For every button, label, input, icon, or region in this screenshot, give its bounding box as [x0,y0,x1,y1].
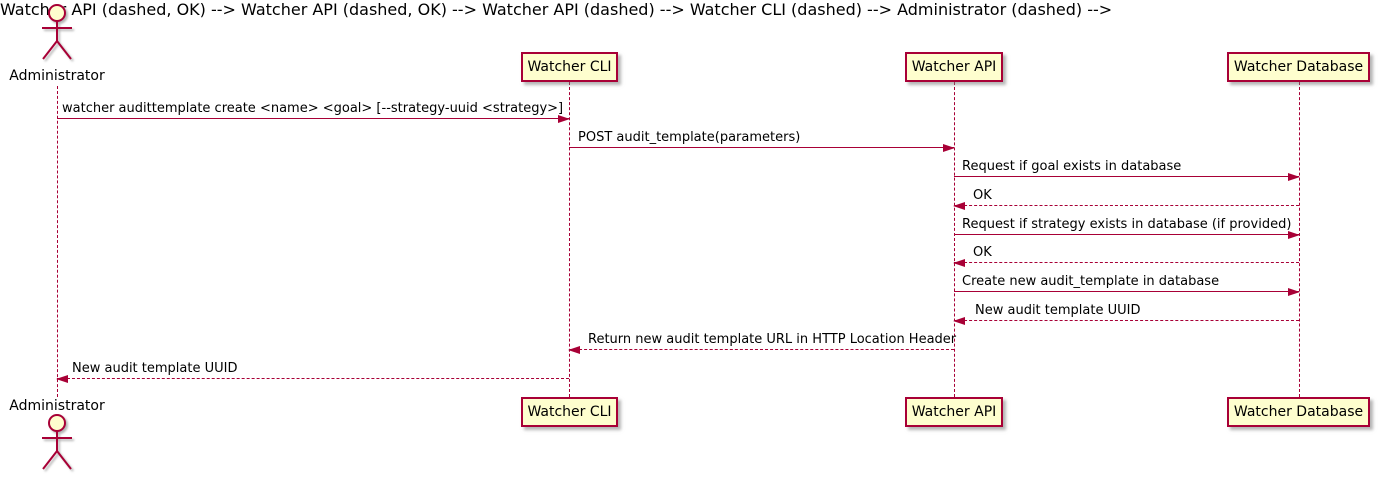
arrowhead-right-icon [1288,288,1300,296]
message-arrow [568,346,954,354]
message-label: Request if goal exists in database [962,159,1182,174]
lifeline-watcher-api [954,82,955,397]
actor-icon [42,4,72,60]
message-label: POST audit_template(parameters) [578,130,801,145]
arrowhead-left-icon [953,259,965,267]
actor-icon [42,414,72,470]
message-arrow [56,375,569,383]
message-label: Return new audit template URL in HTTP Lo… [588,332,957,347]
message-arrow [953,202,1299,210]
lifeline-administrator [57,86,58,397]
participant-watcher-cli-top: Watcher CLI [521,52,618,82]
message-arrow [954,173,1300,181]
message-arrow [954,288,1300,296]
arrowhead-right-icon [558,115,570,123]
message-label: New audit template UUID [72,361,238,376]
arrowhead-right-icon [1288,231,1300,239]
participant-watcher-api-bottom: Watcher API [905,397,1003,427]
message-label: OK [973,188,992,203]
message-arrow [954,231,1300,239]
arrowhead-right-icon [1288,173,1300,181]
arrowhead-right-icon [943,144,955,152]
message-arrow [953,259,1299,267]
message-label: Create new audit_template in database [962,274,1220,289]
message-arrow [57,115,570,123]
message-label: New audit template UUID [975,303,1141,318]
participant-watcher-database-top: Watcher Database [1227,52,1370,82]
actor-label-administrator-top: Administrator [9,68,105,84]
message-arrow [569,144,955,152]
message-arrow [953,317,1299,325]
participant-watcher-database-bottom: Watcher Database [1227,397,1370,427]
message-label: watcher audittemplate create <name> <goa… [62,101,564,116]
arrowhead-left-icon [953,202,965,210]
actor-label-administrator-bottom: Administrator [9,398,105,414]
arrowhead-left-icon [56,375,68,383]
message-label: OK [973,245,992,260]
arrowhead-left-icon [953,317,965,325]
participant-watcher-cli-bottom: Watcher CLI [521,397,618,427]
participant-watcher-api-top: Watcher API [905,52,1003,82]
arrowhead-left-icon [568,346,580,354]
lifeline-watcher-database [1299,82,1300,397]
lifeline-watcher-cli [569,82,570,397]
message-label: Request if strategy exists in database (… [962,217,1292,232]
